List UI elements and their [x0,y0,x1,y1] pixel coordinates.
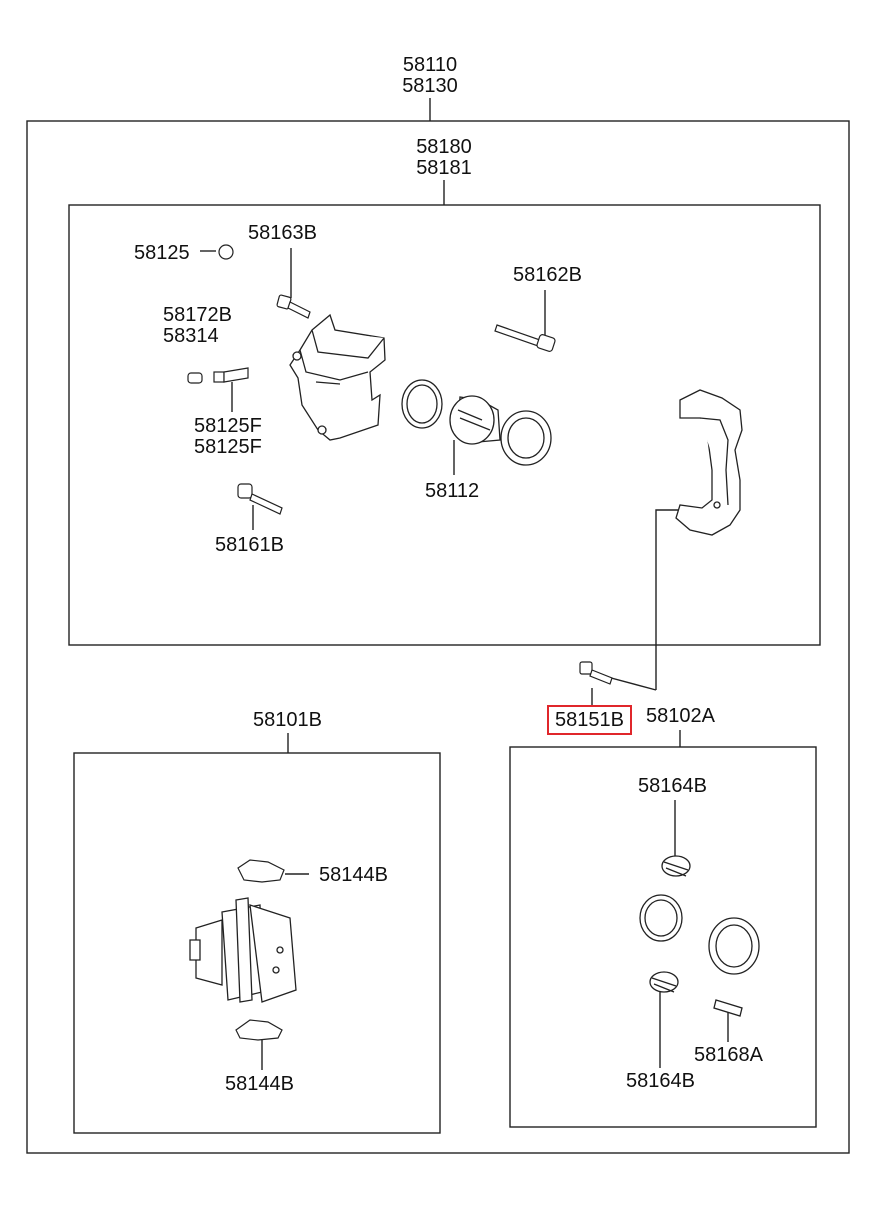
assembly-number-2: 58130 [402,75,458,97]
sleeve-icon [713,999,743,1017]
guide-bolt-lower-label[interactable]: 58161B [215,534,284,556]
seal-kit-frame [509,746,817,1128]
mount-bolt-icon [579,661,613,685]
guide-bolt-lower-icon [237,483,283,515]
sleeve-label[interactable]: 58168A [694,1044,763,1066]
bleeder-label-2[interactable]: 58314 [163,325,219,347]
caliper-assembly-number-1: 58180 [416,136,472,158]
bleeder-cap-icon [218,244,234,260]
piston-label[interactable]: 58112 [425,480,480,502]
caliper-assembly-number-2: 58181 [416,157,472,179]
assembly-number-1: 58110 [402,54,458,76]
bleeder-label-1[interactable]: 58172B [163,304,232,326]
pad-spring-upper-icon [237,859,285,883]
pad-kit-label[interactable]: 58101B [253,709,322,731]
guide-pin-label[interactable]: 58162B [513,264,582,286]
boot-lower-label[interactable]: 58164B [626,1070,695,1092]
bleeder-cap-label[interactable]: 58125 [134,242,190,264]
bleeder-screw-label-1[interactable]: 58125F [194,415,262,437]
seal-kit-label[interactable]: 58102A [646,705,715,727]
boot-upper-icon [661,855,691,877]
guide-bolt-upper-label[interactable]: 58163B [248,222,317,244]
brake-pads-icon [189,897,297,1003]
caliper-housing-icon [289,313,386,441]
pad-spring-lower-label[interactable]: 58144B [225,1073,294,1095]
bleeder-icon [187,372,203,384]
guide-bolt-upper-icon [276,294,311,319]
boot-upper-label[interactable]: 58164B [638,775,707,797]
assembly-frame [26,120,850,1154]
mount-bolt-label-highlighted[interactable]: 58151B [547,705,632,735]
guide-pin-icon [494,324,556,352]
bleeder-screw-icon [213,367,249,383]
bleeder-screw-label-2[interactable]: 58125F [194,436,262,458]
piston-icon [449,395,501,445]
pad-spring-upper-label[interactable]: 58144B [319,864,388,886]
boot-lower-icon [649,971,679,993]
caliper-bracket-icon [675,389,743,536]
pad-kit-frame [73,752,441,1134]
pad-spring-lower-icon [235,1019,283,1041]
